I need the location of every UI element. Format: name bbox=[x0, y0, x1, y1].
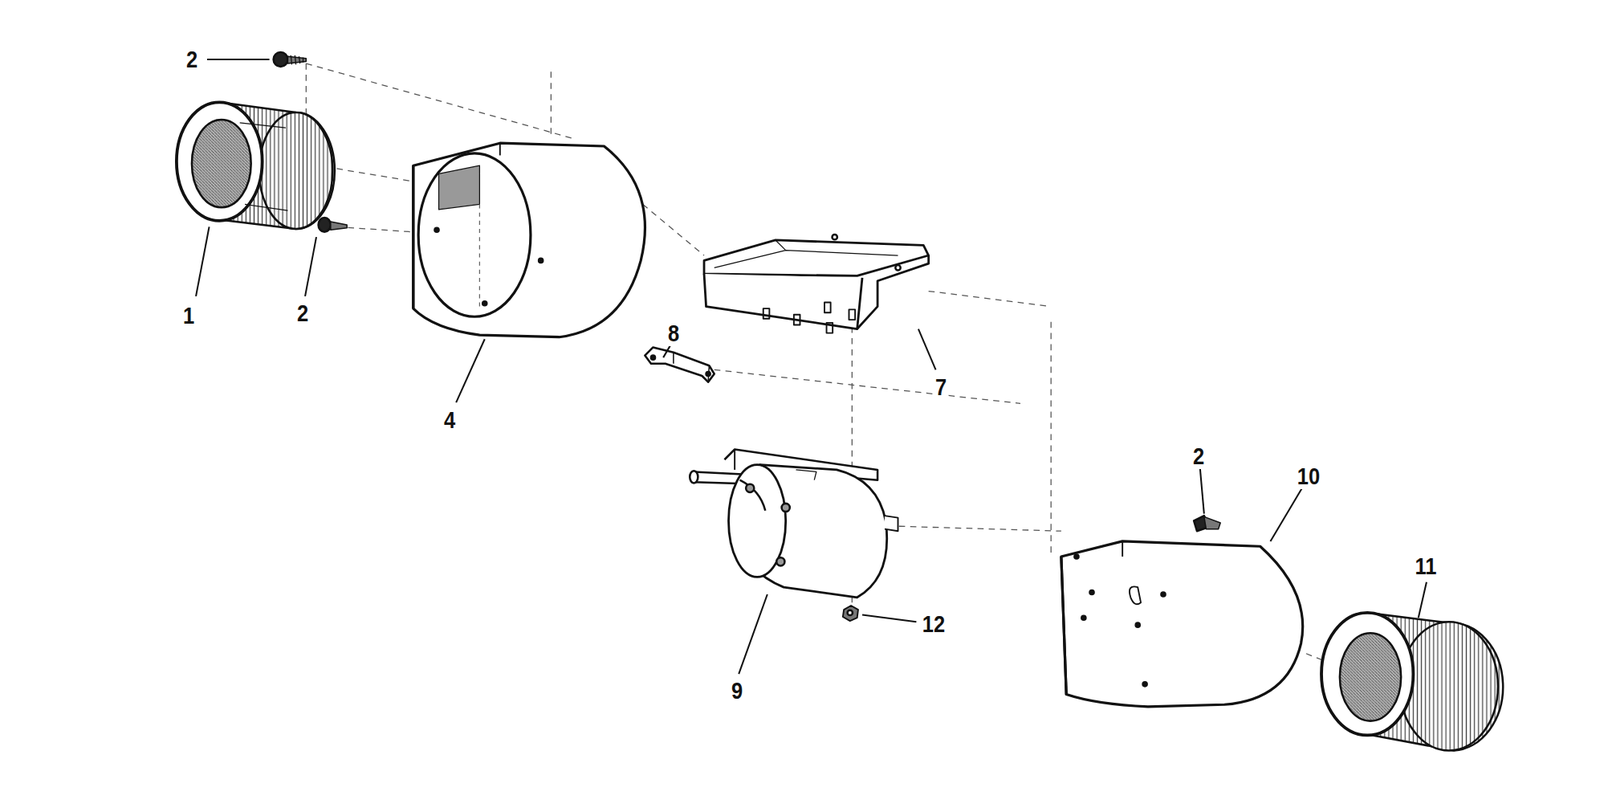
blower-wheel bbox=[1321, 612, 1503, 751]
leader-line bbox=[195, 59, 1427, 674]
callout-number: 8 bbox=[666, 320, 681, 347]
callout-number: 9 bbox=[729, 677, 745, 704]
screw bbox=[318, 217, 348, 233]
callout-number: 1 bbox=[181, 302, 196, 329]
callout-number: 4 bbox=[442, 407, 457, 433]
mounting-plate bbox=[704, 234, 929, 334]
callout-number: 2 bbox=[1191, 443, 1206, 469]
callout-number: 7 bbox=[933, 374, 949, 400]
callout-number: 12 bbox=[920, 610, 947, 637]
blower-housing bbox=[413, 142, 646, 337]
motor bbox=[689, 449, 898, 598]
blower-housing bbox=[1061, 541, 1303, 707]
blower-wheel bbox=[176, 101, 335, 229]
callout-number: 2 bbox=[184, 46, 200, 73]
callout-number: 10 bbox=[1295, 463, 1322, 489]
screw bbox=[1193, 515, 1221, 531]
nut bbox=[842, 605, 859, 621]
bracket bbox=[644, 346, 714, 382]
callout-number: 2 bbox=[295, 300, 310, 326]
screw bbox=[273, 52, 307, 67]
callout-number: 11 bbox=[1413, 553, 1438, 579]
